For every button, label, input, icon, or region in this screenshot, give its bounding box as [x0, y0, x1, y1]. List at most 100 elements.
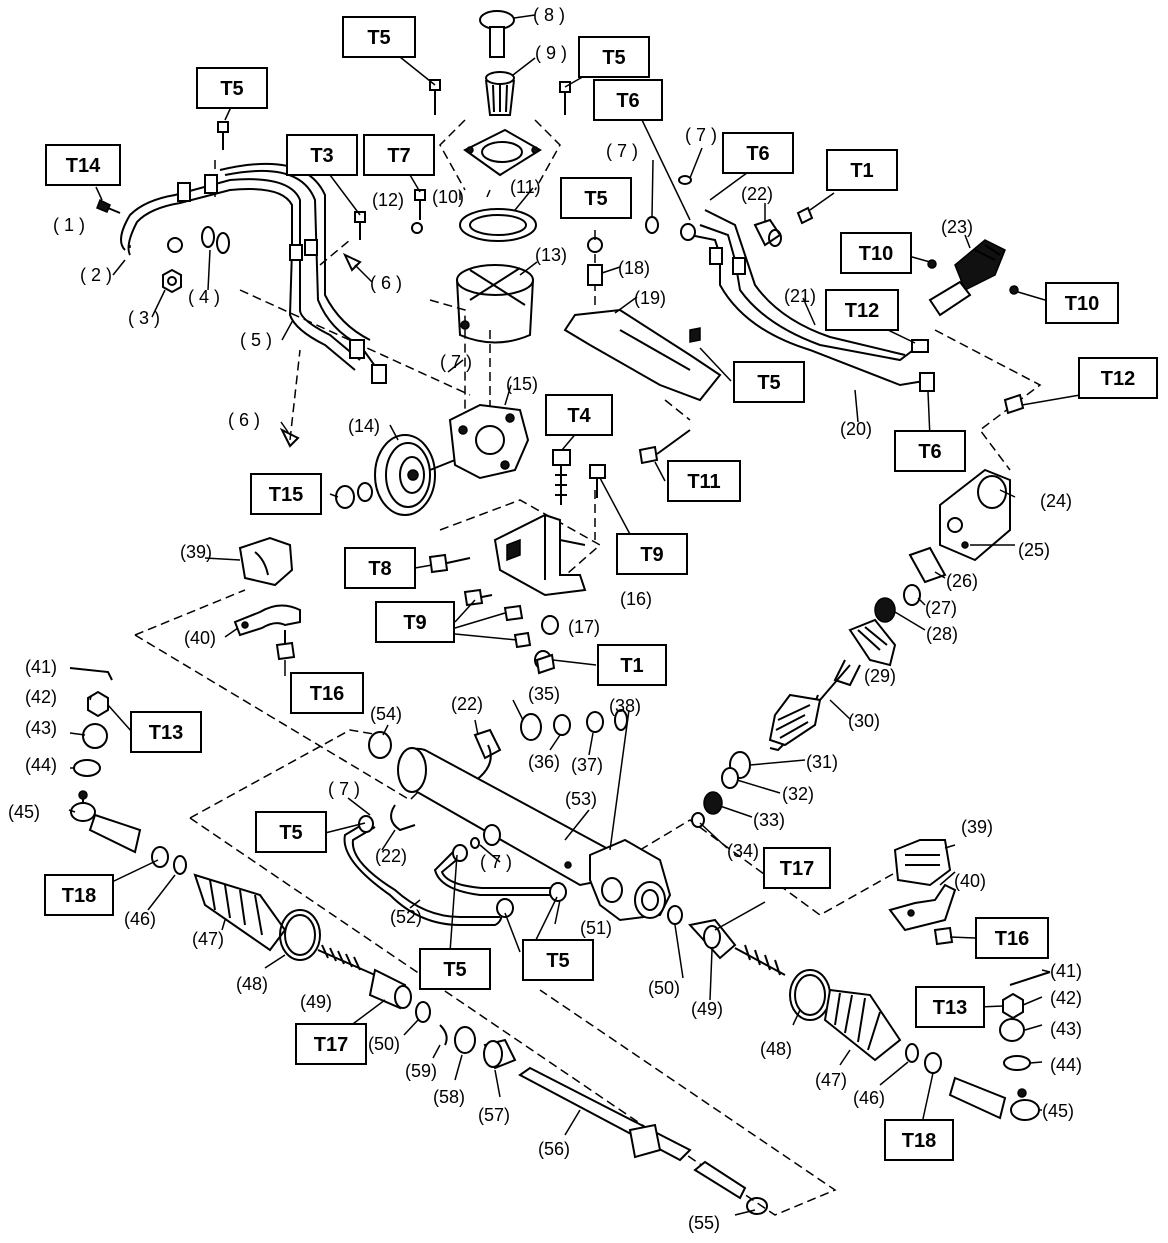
leader-lines: [68, 14, 1081, 1216]
torque-box-frame: [763, 847, 831, 889]
bolt: [1003, 393, 1025, 415]
bolt: [552, 449, 571, 505]
torque-box-frame: [560, 177, 632, 219]
callout-53: (53): [565, 789, 597, 809]
callout-34: (34): [727, 841, 759, 861]
pressure-pipe-assembly: [120, 162, 387, 384]
torque-box-t17-a: T17: [295, 1023, 367, 1065]
steering-rack: [518, 1066, 747, 1200]
callout-21: (21): [784, 286, 816, 306]
torque-box-t14: T14: [45, 144, 121, 186]
callout-22c: (22): [375, 846, 407, 866]
ball-bearing: [703, 791, 723, 815]
callout-7d: ( 7 ): [328, 779, 360, 799]
castle-nut: [87, 690, 109, 718]
torque-box-frame: [894, 430, 966, 472]
torque-box-t13-a: T13: [130, 711, 202, 753]
oil-tank: [456, 264, 534, 344]
washer: [411, 222, 423, 234]
torque-box-label: T15: [269, 484, 303, 506]
guide-line: [189, 729, 381, 819]
callout-48b: (48): [760, 1039, 792, 1059]
callout-47a: (47): [192, 929, 224, 949]
callout-52: (52): [390, 907, 422, 927]
callout-32: (32): [782, 784, 814, 804]
callout-59: (59): [405, 1061, 437, 1081]
torque-box-label: T13: [933, 997, 967, 1019]
cotter-pin: [69, 667, 113, 681]
callout-47b: (47): [815, 1070, 847, 1090]
torque-box-t15: T15: [250, 473, 322, 515]
bolt: [535, 653, 556, 675]
torque-box-t10-b: T10: [1045, 282, 1119, 324]
callout-12: (12): [372, 190, 404, 210]
torque-box-frame: [825, 289, 899, 331]
snap-ring: [746, 1197, 768, 1215]
boot: [193, 873, 287, 952]
nut: [541, 615, 559, 635]
bolt: [275, 630, 296, 661]
callout-20: (20): [840, 419, 872, 439]
callout-25: (25): [1018, 540, 1050, 560]
torque-box-label: T5: [220, 78, 243, 100]
reservoir-flange: [463, 128, 542, 177]
lock-nut: [151, 846, 169, 868]
torque-box-label: T5: [757, 372, 780, 394]
callout-15: (15): [506, 374, 538, 394]
torque-box-t10-a: T10: [840, 232, 912, 274]
torque-box-t4: T4: [545, 394, 613, 436]
torque-box-frame: [733, 361, 805, 403]
torque-box-t12-b: T12: [1078, 357, 1158, 399]
mount-clamp: [888, 883, 957, 932]
torque-box-label: T1: [620, 655, 643, 677]
torque-box-t13-b: T13: [915, 986, 985, 1028]
torque-box-label: T5: [443, 959, 466, 981]
torque-box-t5-c: T5: [578, 36, 650, 78]
o-ring: [903, 584, 921, 606]
callout-49a: (49): [300, 992, 332, 1012]
torque-box-label: T3: [310, 145, 333, 167]
guide-line: [189, 817, 837, 1216]
callout-54: (54): [370, 704, 402, 724]
torque-box-frame: [578, 36, 650, 78]
callout-44b: (44): [1050, 1055, 1082, 1075]
callout-33: (33): [753, 810, 785, 830]
callout-17: (17): [568, 617, 600, 637]
mount-clamp: [233, 604, 301, 637]
callout-55: (55): [688, 1213, 720, 1233]
callout-50a: (50): [368, 1034, 400, 1054]
guide-line: [239, 239, 471, 396]
bolt: [217, 121, 229, 150]
o-ring: [721, 767, 739, 789]
torque-box-label: T18: [62, 885, 96, 907]
callout-3: ( 3 ): [128, 308, 160, 328]
torque-box-frame: [250, 473, 322, 515]
oil-seal: [874, 597, 896, 623]
boot: [823, 988, 902, 1062]
bushing: [483, 824, 501, 846]
torque-box-frame: [545, 394, 613, 436]
dust-seal: [1003, 1055, 1031, 1071]
callout-38: (38): [609, 696, 641, 716]
torque-box-t18-a: T18: [44, 874, 114, 916]
callout-42b: (42): [1050, 988, 1082, 1008]
reservoir-seal-inner: [469, 214, 527, 236]
torque-box-label: T16: [310, 683, 344, 705]
pinion-shaft: [768, 659, 861, 752]
bolt: [638, 429, 691, 465]
boot-band: [279, 909, 321, 961]
callout-22a: (22): [741, 184, 773, 204]
torque-box-label: T5: [602, 47, 625, 69]
callout-39a: (39): [180, 542, 212, 562]
callout-40a: (40): [184, 628, 216, 648]
part-drawings: [69, 10, 1051, 1215]
callout-37: (37): [571, 755, 603, 775]
torque-box-t17-b: T17: [763, 847, 831, 889]
boot-band-inner: [284, 914, 316, 956]
torque-box-frame: [840, 232, 912, 274]
callout-27: (27): [925, 598, 957, 618]
torque-box-t6-c: T6: [894, 430, 966, 472]
washer: [82, 723, 108, 749]
callout-45b: (45): [1042, 1101, 1074, 1121]
